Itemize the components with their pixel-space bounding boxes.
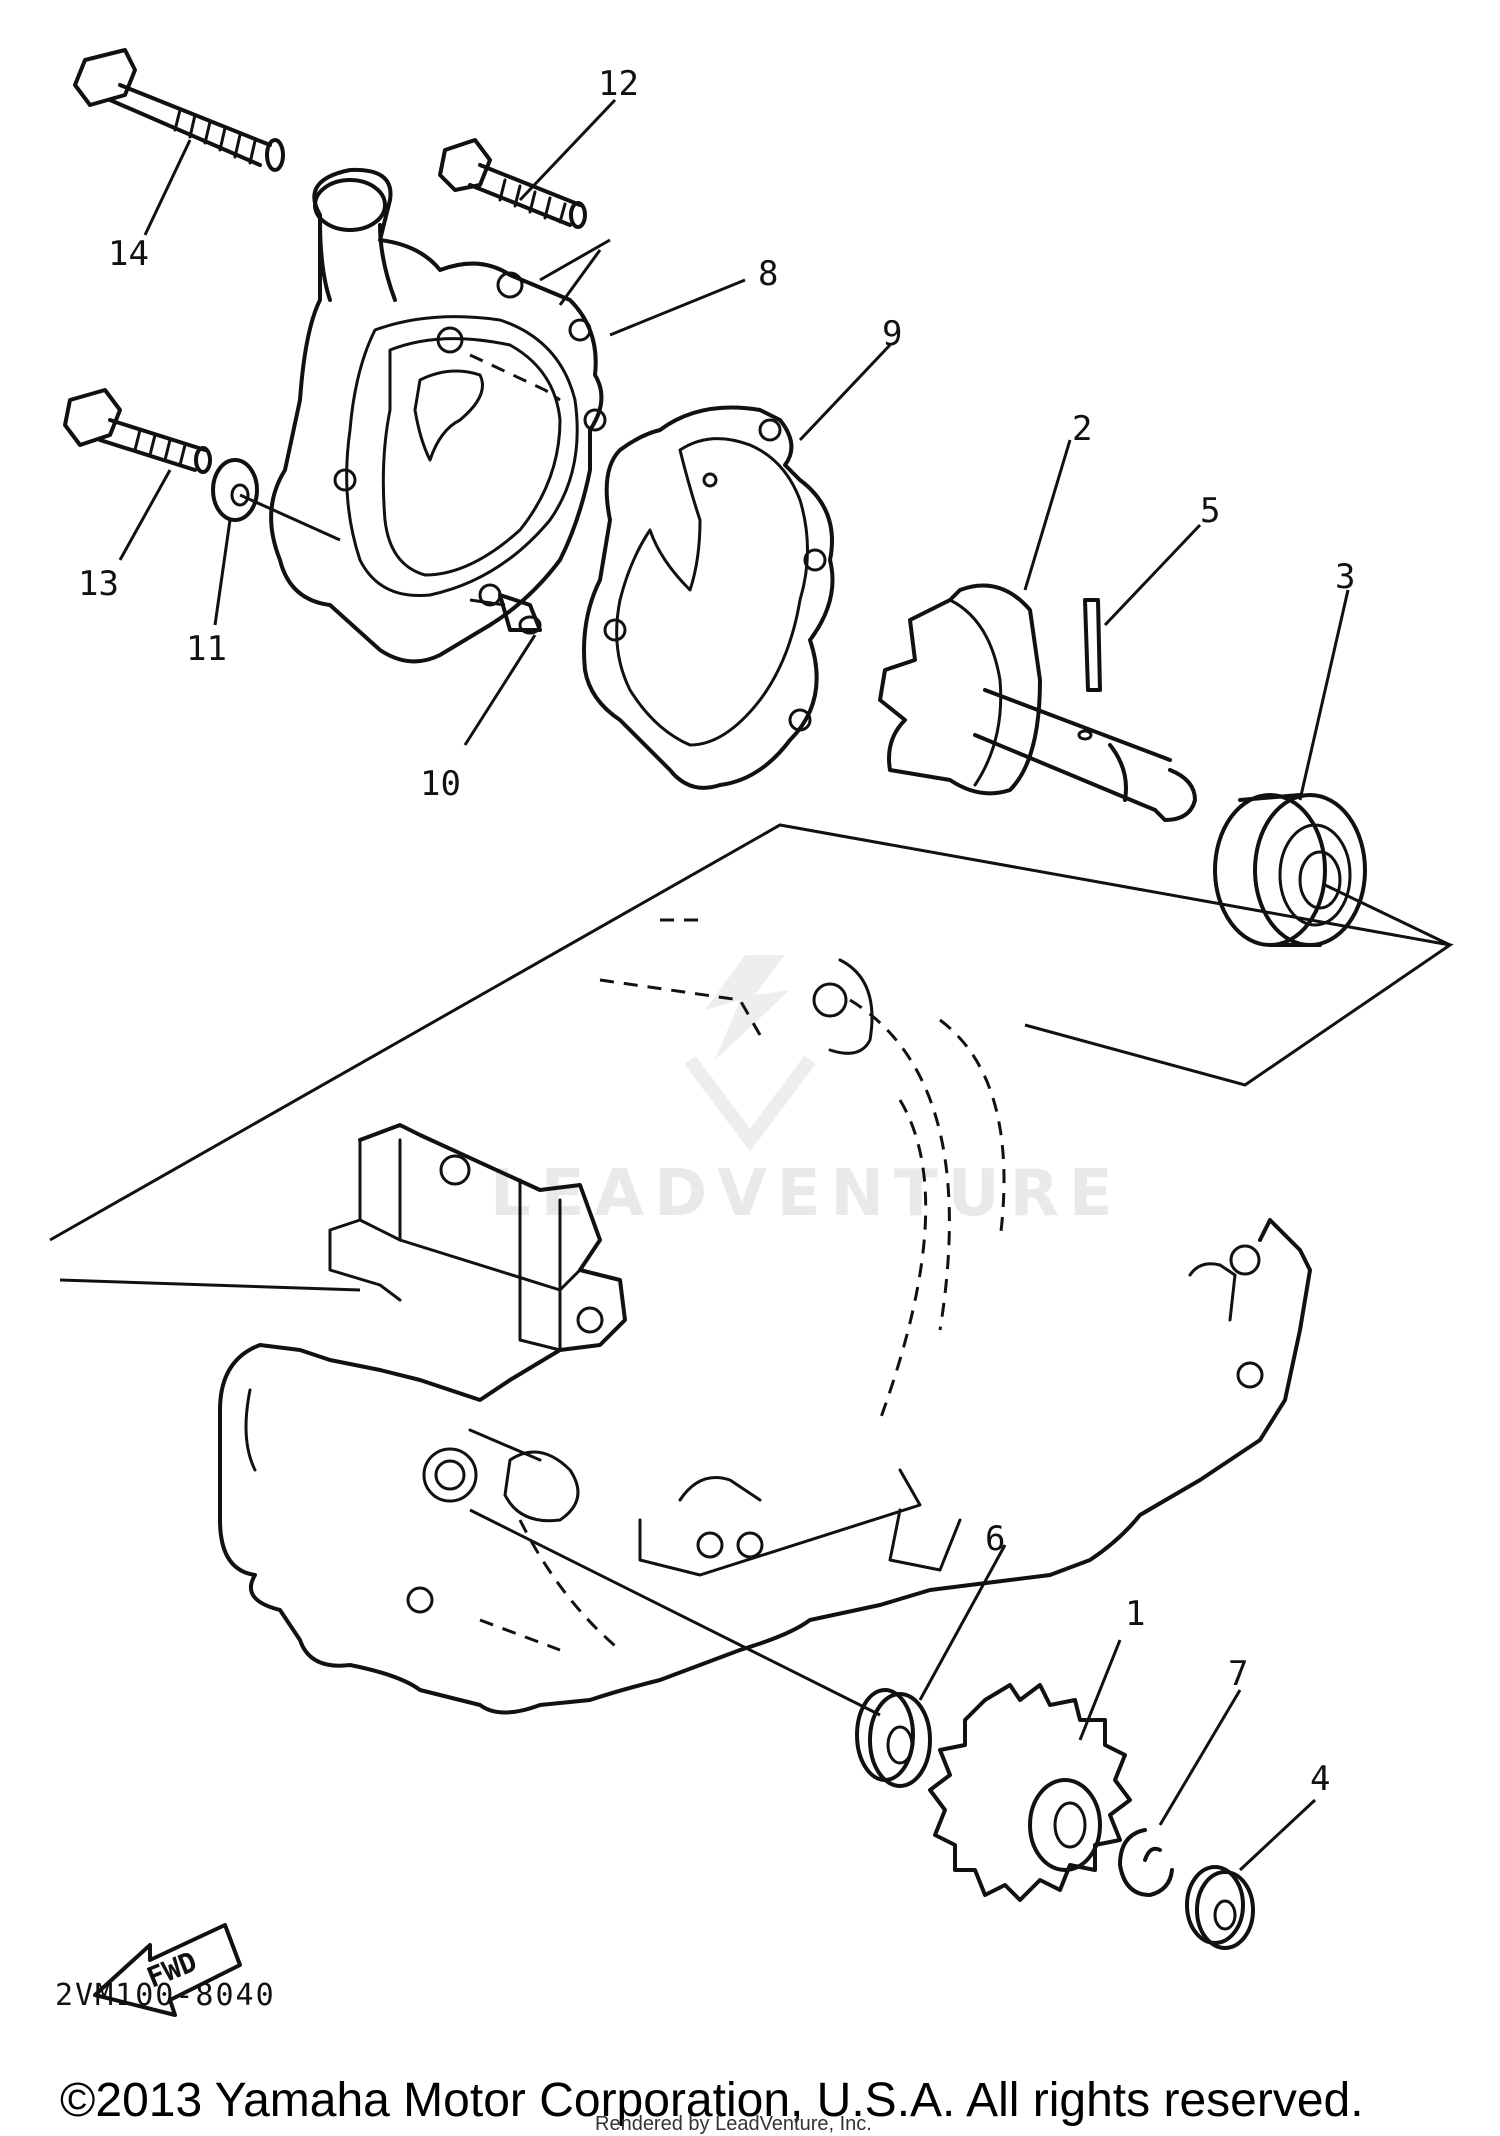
label-14: 14 xyxy=(108,234,149,274)
label-8: 8 xyxy=(758,254,778,294)
part-number-labels: 1 2 3 4 5 6 7 8 9 10 11 12 13 14 xyxy=(78,64,1355,1799)
bolt-14 xyxy=(73,48,285,172)
leadventure-watermark: LEADVENTURE xyxy=(490,955,1113,1231)
label-1: 1 xyxy=(1125,1594,1145,1634)
drawing-code: 2VM100-8040 xyxy=(55,1978,276,2013)
bearing-3 xyxy=(1213,793,1367,947)
label-5: 5 xyxy=(1200,491,1220,531)
dowel-pin-10 xyxy=(498,593,542,635)
washer-4 xyxy=(1185,1865,1255,1950)
label-12: 12 xyxy=(598,64,639,104)
crankcase xyxy=(218,918,1312,1715)
label-9: 9 xyxy=(882,314,902,354)
label-3: 3 xyxy=(1335,557,1355,597)
label-2: 2 xyxy=(1072,409,1092,449)
pin-5 xyxy=(1083,598,1102,692)
label-11: 11 xyxy=(186,629,227,669)
assembly-outline-upper xyxy=(49,238,1454,1242)
label-13: 13 xyxy=(78,564,119,604)
callout-leaders xyxy=(118,98,1350,1872)
rendered-by-note: Rendered by LeadVenture, Inc. xyxy=(595,2113,872,2135)
bolt-13 xyxy=(63,388,212,474)
label-7: 7 xyxy=(1228,1654,1248,1694)
washer-11 xyxy=(211,458,259,522)
assembly-outline-lower xyxy=(59,1278,881,1717)
copyright-notice: ©2013 Yamaha Motor Corporation, U.S.A. A… xyxy=(60,2074,1364,2127)
circlip-7 xyxy=(1118,1828,1174,1897)
bolt-12 xyxy=(438,138,587,229)
impeller-shaft-2 xyxy=(878,583,1197,822)
pump-housing xyxy=(269,167,607,664)
gasket-9 xyxy=(582,405,835,790)
gear-1 xyxy=(928,1683,1132,1902)
label-10: 10 xyxy=(420,764,461,804)
label-6: 6 xyxy=(985,1519,1005,1559)
washer-6 xyxy=(855,1688,932,1788)
label-4: 4 xyxy=(1310,1759,1330,1799)
